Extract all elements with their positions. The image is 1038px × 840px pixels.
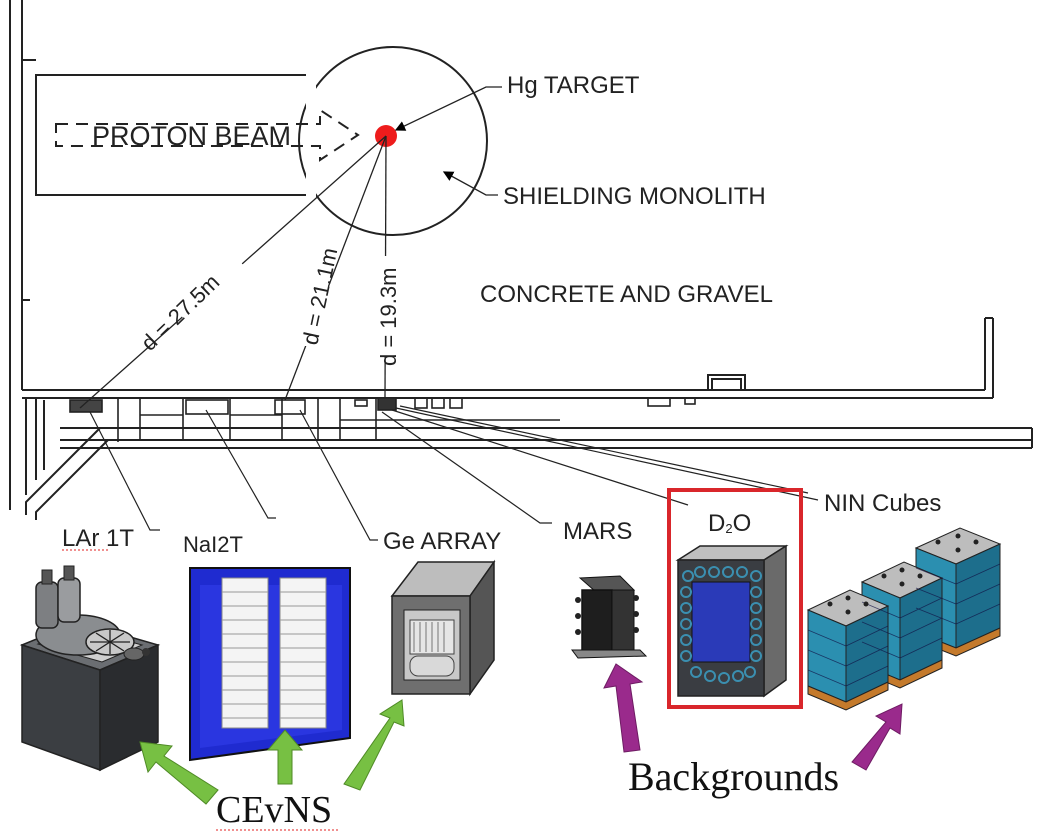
detector-leader-lines — [89, 405, 819, 541]
nin-cubes-illustration — [806, 527, 1002, 711]
nai-label: NaI2T — [183, 532, 243, 557]
d2o-label: D2O — [708, 510, 751, 537]
ge-array-label: Ge ARRAY — [383, 528, 501, 555]
ge-array-illustration — [390, 559, 496, 697]
d2o-illustration — [675, 544, 789, 698]
cevns-arrows — [139, 699, 405, 805]
nin-cubes-label: NIN Cubes — [824, 490, 941, 517]
shielding-monolith-label: SHIELDING MONOLITH — [503, 183, 766, 210]
mars-illustration — [571, 575, 648, 659]
cevns-label: CEvNS — [216, 789, 332, 831]
lar-label: LAr 1T — [62, 525, 134, 552]
d2o-highlight-box — [667, 488, 803, 709]
proton-beam-label: PROTON BEAM — [92, 121, 291, 151]
monolith-callout-line — [442, 171, 498, 196]
concrete-gravel-label: CONCRETE AND GRAVEL — [480, 281, 773, 308]
distance-label-ge: d = 19.3m — [376, 268, 401, 366]
background-arrows — [603, 663, 903, 771]
proton-beam-arrow — [55, 108, 360, 162]
hg-target-label: Hg TARGET — [507, 72, 640, 99]
mars-label: MARS — [563, 518, 632, 545]
nin-cube-front — [806, 589, 890, 711]
beam-channel — [35, 74, 312, 196]
building-walls — [9, 0, 1033, 520]
shielding-monolith-circle — [298, 46, 488, 236]
backgrounds-label: Backgrounds — [628, 754, 839, 799]
nai-detector-illustration — [189, 567, 351, 762]
target-callout-line — [394, 86, 502, 131]
lar-detector-illustration — [19, 565, 161, 772]
alley-cells — [69, 397, 696, 442]
